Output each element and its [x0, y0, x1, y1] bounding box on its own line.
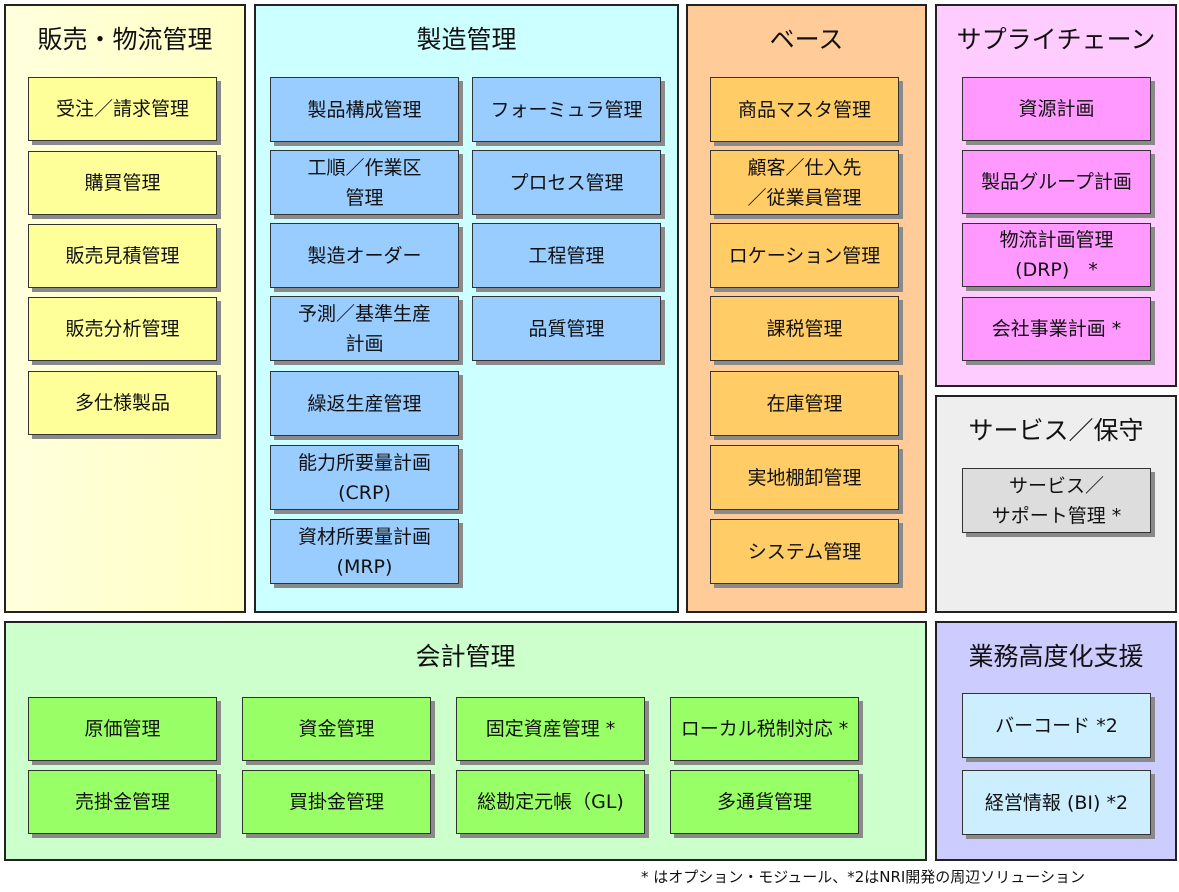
- module-box: 実地棚卸管理: [710, 445, 899, 510]
- module-box: 経営情報 (BI) *2: [962, 770, 1151, 835]
- module-box: 購買管理: [28, 151, 217, 215]
- section-service: サービス／保守サービス／ サポート管理 *: [935, 395, 1177, 613]
- module-box: 工順／作業区 管理: [270, 150, 459, 215]
- module-box: 物流計画管理 (DRP) *: [962, 223, 1151, 287]
- footnote: * はオプション・モジュール、*2はNRI開発の周辺ソリューション: [640, 868, 1085, 886]
- module-box: 売掛金管理: [28, 770, 217, 834]
- module-box: 工程管理: [472, 223, 661, 288]
- module-box: 商品マスタ管理: [710, 77, 899, 142]
- module-box: 製造オーダー: [270, 223, 459, 288]
- module-box: 予測／基準生産 計画: [270, 296, 459, 361]
- section-title: ベース: [769, 25, 844, 54]
- module-box: フォーミュラ管理: [472, 77, 661, 142]
- module-box: 固定資産管理 *: [456, 697, 645, 761]
- module-box: 販売分析管理: [28, 297, 217, 361]
- module-box: 多通貨管理: [670, 770, 859, 834]
- section-manufacturing: 製造管理製品構成管理工順／作業区 管理製造オーダー予測／基準生産 計画繰返生産管…: [254, 4, 679, 613]
- module-box: 繰返生産管理: [270, 371, 459, 436]
- section-base: ベース商品マスタ管理顧客／仕入先 ／従業員管理ロケーション管理課税管理在庫管理実…: [686, 4, 927, 613]
- module-box: 資材所要量計画 (MRP): [270, 519, 459, 584]
- module-box: サービス／ サポート管理 *: [962, 468, 1151, 533]
- module-box: 会社事業計画 *: [962, 297, 1151, 361]
- section-title: 製造管理: [416, 25, 517, 54]
- module-box: 受注／請求管理: [28, 77, 217, 141]
- module-box: 能力所要量計画 (CRP): [270, 445, 459, 510]
- section-title: 会計管理: [415, 642, 516, 671]
- module-box: 販売見積管理: [28, 224, 217, 288]
- section-advanced-support: 業務高度化支援バーコード *2 経営情報 (BI) *2: [935, 621, 1177, 861]
- module-box: プロセス管理: [472, 150, 661, 215]
- module-box: 総勘定元帳（GL): [456, 770, 645, 834]
- section-sales-logistics: 販売・物流管理受注／請求管理購買管理販売見積管理販売分析管理多仕様製品: [4, 4, 246, 613]
- module-box: 課税管理: [710, 296, 899, 361]
- module-box: 多仕様製品: [28, 371, 217, 435]
- section-accounting: 会計管理原価管理資金管理固定資産管理 * ローカル税制対応 * 売掛金管理買掛金管理…: [4, 621, 927, 861]
- module-box: 買掛金管理: [242, 770, 431, 834]
- module-box: バーコード *2: [962, 693, 1151, 758]
- module-box: 製品構成管理: [270, 77, 459, 142]
- section-title: 業務高度化支援: [968, 642, 1144, 671]
- section-title: サプライチェーン: [956, 25, 1156, 54]
- module-box: ロケーション管理: [710, 223, 899, 288]
- module-box: 資源計画: [962, 77, 1151, 141]
- module-box: システム管理: [710, 519, 899, 584]
- section-title: 販売・物流管理: [37, 25, 213, 54]
- section-supply-chain: サプライチェーン資源計画製品グループ計画物流計画管理 (DRP) * 会社事業計画…: [935, 4, 1177, 387]
- section-title: サービス／保守: [968, 416, 1144, 445]
- module-box: 品質管理: [472, 296, 661, 361]
- module-box: 原価管理: [28, 697, 217, 761]
- module-box: 資金管理: [242, 697, 431, 761]
- module-box: ローカル税制対応 *: [670, 697, 859, 761]
- module-box: 製品グループ計画: [962, 150, 1151, 214]
- module-box: 在庫管理: [710, 371, 899, 436]
- module-box: 顧客／仕入先 ／従業員管理: [710, 150, 899, 215]
